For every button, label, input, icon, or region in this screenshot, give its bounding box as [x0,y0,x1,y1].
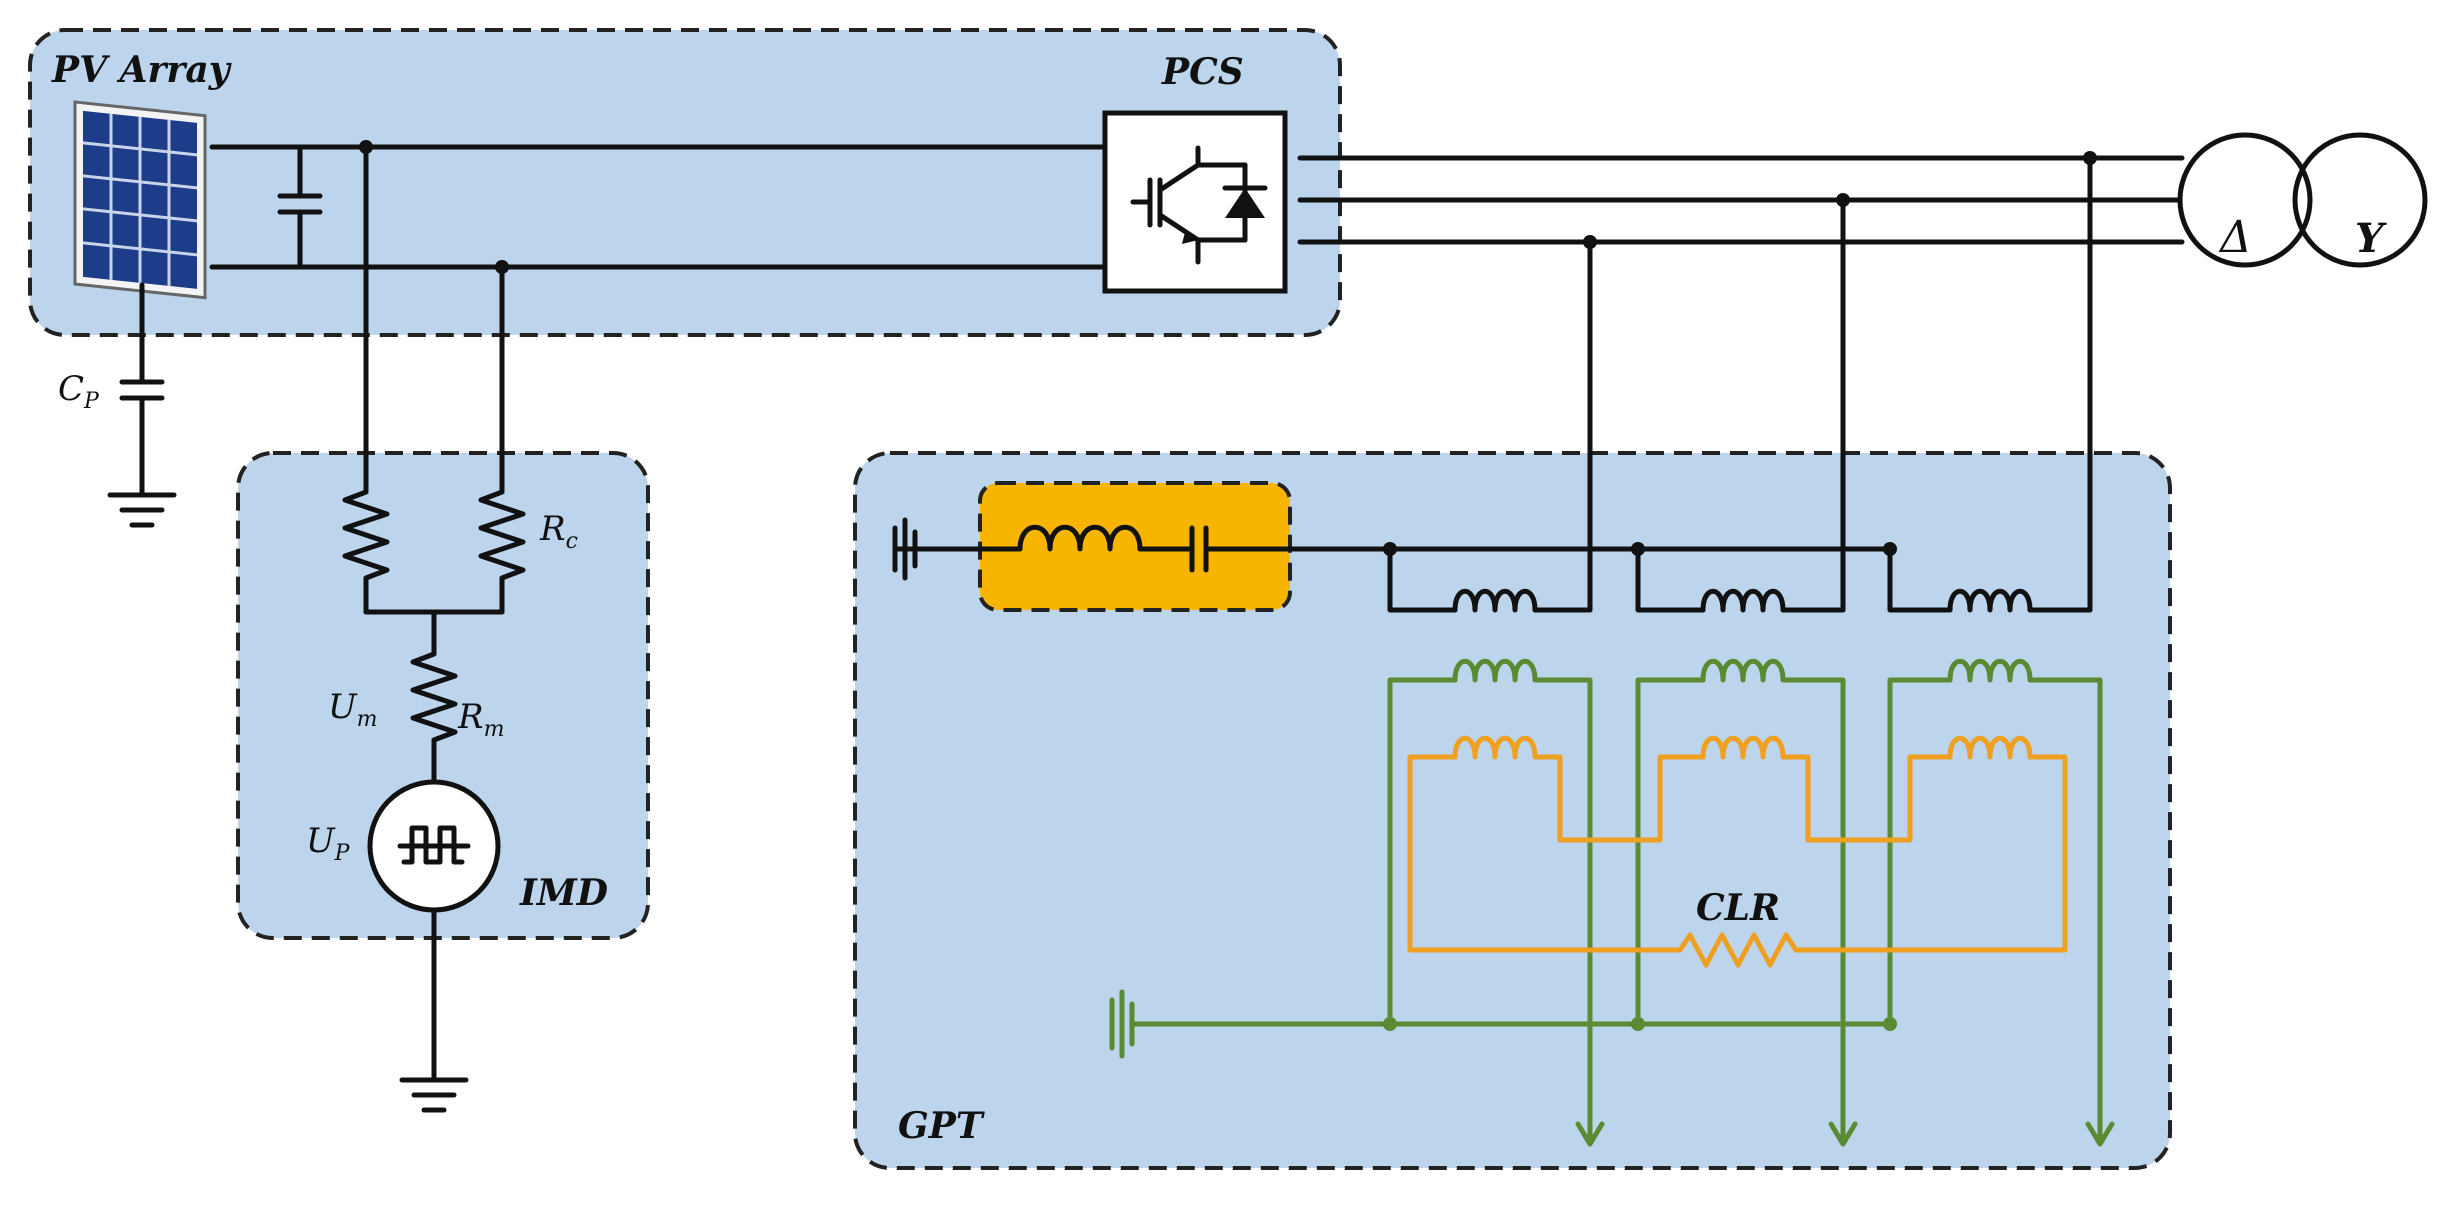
ac-phase-wires [1297,151,2185,613]
pv-pcs-group-box [28,28,1342,337]
rm-label: Rm [457,697,504,742]
pcs-label: PCS [1161,51,1244,93]
delta-wye-transformer-icon [2177,132,2428,268]
cp-label: CP [58,369,100,414]
imd-circuit [342,475,526,1083]
gpt-open-delta-clr-circuit [1407,735,2068,968]
pcs-converter-icon [1102,110,1288,294]
gpt-label: GPT [898,1105,985,1147]
up-label: UP [306,821,351,866]
rc-label: Rc [539,509,578,554]
parasitic-capacitor [119,282,165,498]
gpt-primary-circuit [892,517,2093,613]
ground-icon [107,492,177,528]
imd-label: IMD [519,872,608,914]
um-label: Um [328,687,378,732]
imd-group-box [236,451,650,940]
pv-array-label: PV Array [51,49,232,91]
dc-bus-wires [209,140,1108,481]
gpt-secondary-circuit [1109,658,2115,1147]
delta-label: Δ [2218,212,2252,263]
clr-label: CLR [1696,887,1780,929]
wye-label: Y [2355,215,2387,262]
pv-panel-icon [73,100,207,300]
ground-icon [399,1077,469,1113]
